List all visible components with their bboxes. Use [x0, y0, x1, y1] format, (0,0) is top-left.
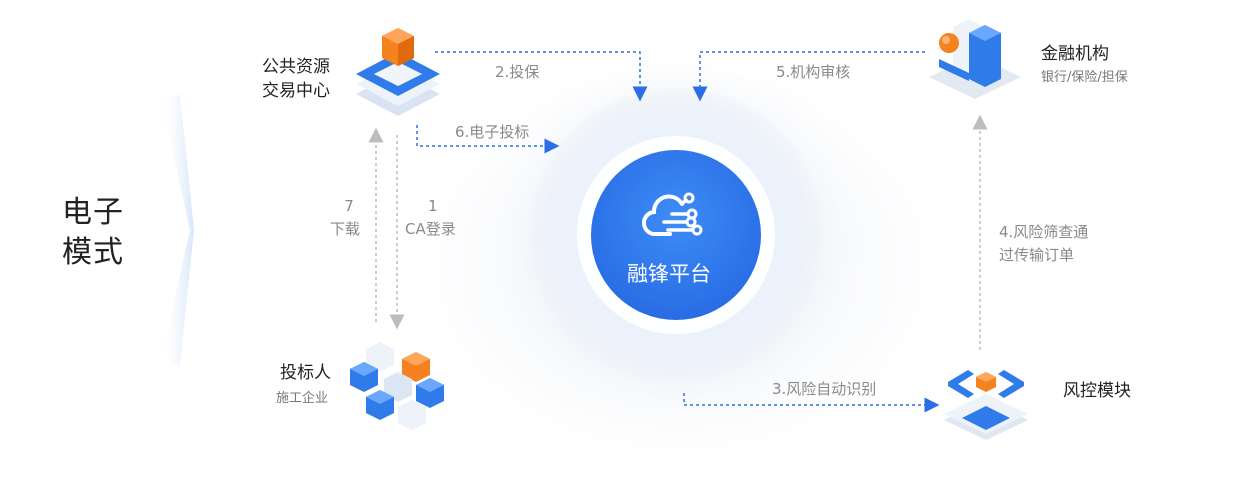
- mode-title-line2: 模式: [62, 235, 124, 270]
- bidder-name: 投标人: [280, 363, 331, 383]
- connector-step2: [435, 51, 648, 102]
- center-platform[interactable]: [591, 150, 761, 320]
- finance-sub: 银行/保险/担保: [1041, 70, 1128, 85]
- code-module-icon[interactable]: [940, 360, 1032, 445]
- connector-step6: [416, 125, 560, 154]
- step4-label-line1: 4.风险筛查通: [999, 223, 1089, 241]
- step2-label: 2.投保: [495, 63, 540, 81]
- step1-label: CA登录: [405, 220, 456, 238]
- building-icon[interactable]: [925, 15, 1025, 100]
- intro-chevron: [160, 95, 194, 365]
- step3-label: 3.风险自动识别: [772, 380, 877, 398]
- exchange-center-line2: 交易中心: [262, 81, 330, 101]
- step5-label: 5.机构审核: [776, 63, 851, 81]
- mode-title: 电子 模式: [62, 193, 124, 273]
- cubes-icon[interactable]: [350, 338, 445, 433]
- step1-number: 1: [428, 197, 438, 215]
- exchange-center-label: 公共资源 交易中心: [262, 55, 330, 103]
- finance-name: 金融机构: [1041, 44, 1109, 64]
- step4-label-line2: 过传输订单: [999, 246, 1075, 264]
- platform-cube-icon[interactable]: [352, 18, 444, 118]
- exchange-center-line1: 公共资源: [262, 57, 330, 77]
- connector-step3: [683, 393, 940, 413]
- risk-module-name: 风控模块: [1063, 381, 1131, 401]
- mode-title-line1: 电子: [62, 195, 124, 230]
- center-label: 融锋平台: [627, 262, 711, 286]
- step6-label: 6.电子投标: [455, 123, 530, 141]
- step7-label: 下载: [330, 220, 361, 238]
- connector-step5: [692, 51, 925, 102]
- step7-number: 7: [344, 197, 354, 215]
- cloud-network-icon: [642, 192, 703, 237]
- bidder-sub: 施工企业: [276, 391, 329, 406]
